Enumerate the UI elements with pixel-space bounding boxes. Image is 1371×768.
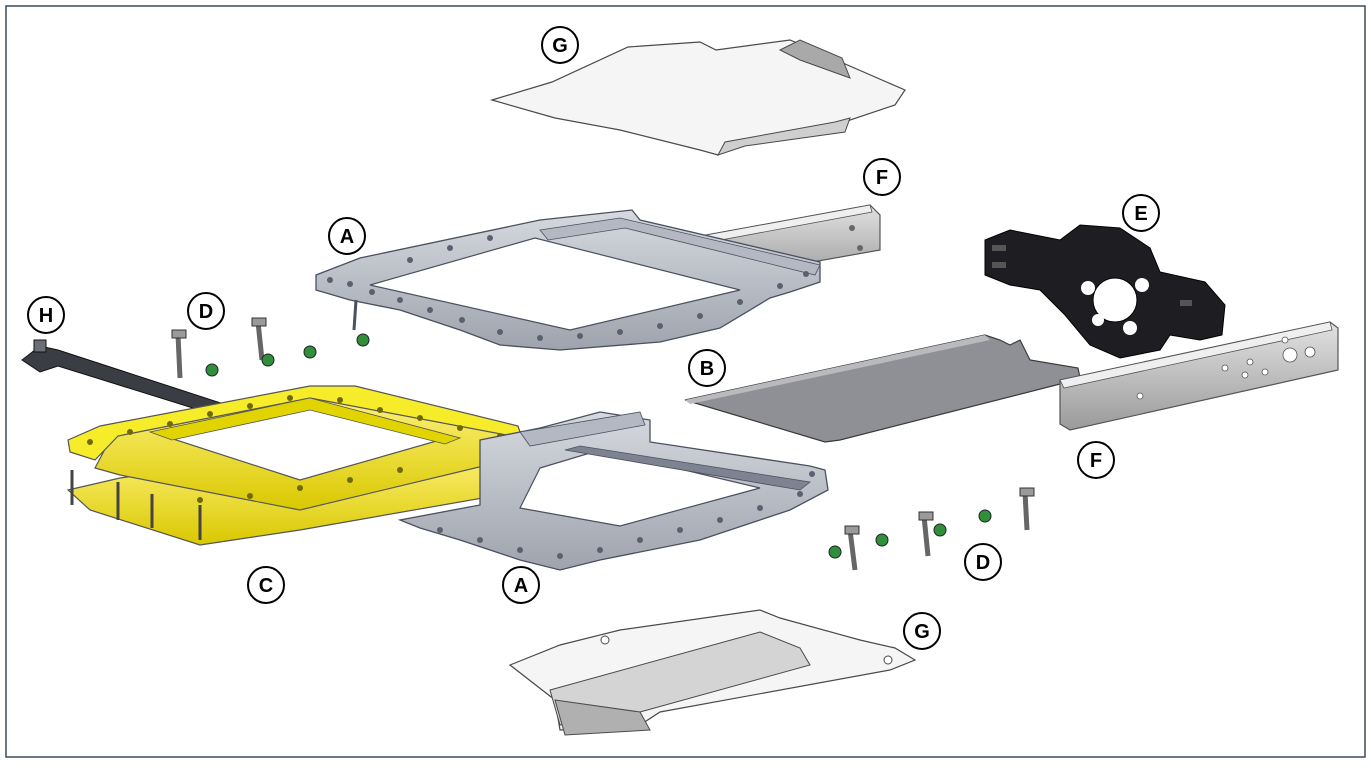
callout-label: D (199, 301, 213, 323)
callout-c: C (247, 566, 285, 604)
callout-d-right: D (964, 543, 1002, 581)
callout-label: F (876, 167, 888, 189)
callout-label: B (700, 358, 714, 380)
callout-label: F (1090, 450, 1102, 472)
callout-g-bottom: G (903, 612, 941, 650)
rail-right (1059, 321, 1339, 431)
cover-tray-bottom (508, 609, 917, 736)
fasteners-left (171, 317, 317, 379)
yellow-gasket (66, 385, 529, 546)
callout-label: A (514, 575, 528, 597)
callout-label: G (552, 35, 568, 57)
cover-sheet-top (489, 39, 906, 156)
base-plate (684, 334, 1081, 443)
fasteners-right (828, 487, 1035, 571)
callout-label: E (1134, 203, 1147, 225)
frame-plate-top (315, 209, 821, 351)
callout-f-right: F (1077, 441, 1115, 479)
callout-e: E (1122, 194, 1160, 232)
callout-a-bottom: A (502, 566, 540, 604)
callout-h: H (27, 296, 65, 334)
dark-bracket (984, 224, 1226, 359)
callout-a-top: A (328, 217, 366, 255)
callout-label: C (259, 575, 273, 597)
callout-b: B (688, 349, 726, 387)
callout-f-top: F (863, 158, 901, 196)
callout-label: A (340, 226, 354, 248)
callout-g-top: G (541, 26, 579, 64)
callout-d-left: D (187, 292, 225, 330)
frame-plate-bottom (397, 411, 829, 571)
callout-label: H (39, 305, 53, 327)
callout-label: D (976, 552, 990, 574)
callout-label: G (914, 621, 930, 643)
